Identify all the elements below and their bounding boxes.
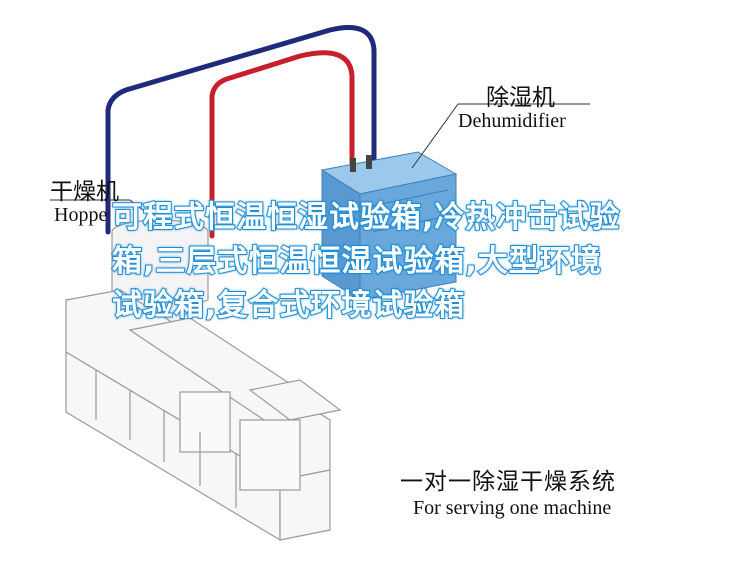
dehumidifier-label-en: Dehumidifier [458, 110, 566, 132]
pipes [105, 25, 377, 239]
molding-machine [65, 289, 342, 542]
hopper-label-en: Hoppe [54, 204, 108, 226]
overlay-watermark-text: 可程式恒温恒湿试验箱,冷热冲击试验箱,三层式恒温恒湿试验箱,大型环境试验箱,复合… [111, 199, 621, 324]
caption-cn: 一对一除湿干燥系统 [400, 469, 616, 495]
dehumidifier-unit [320, 151, 458, 301]
caption-en: For serving one machine [413, 497, 612, 519]
red-pipe [209, 50, 355, 171]
dehumidifier-label-cn: 除湿机 [486, 85, 555, 111]
blue-pipe [105, 25, 377, 171]
hopper-label-cn: 干燥机 [50, 179, 119, 205]
leader-lines [50, 103, 590, 215]
